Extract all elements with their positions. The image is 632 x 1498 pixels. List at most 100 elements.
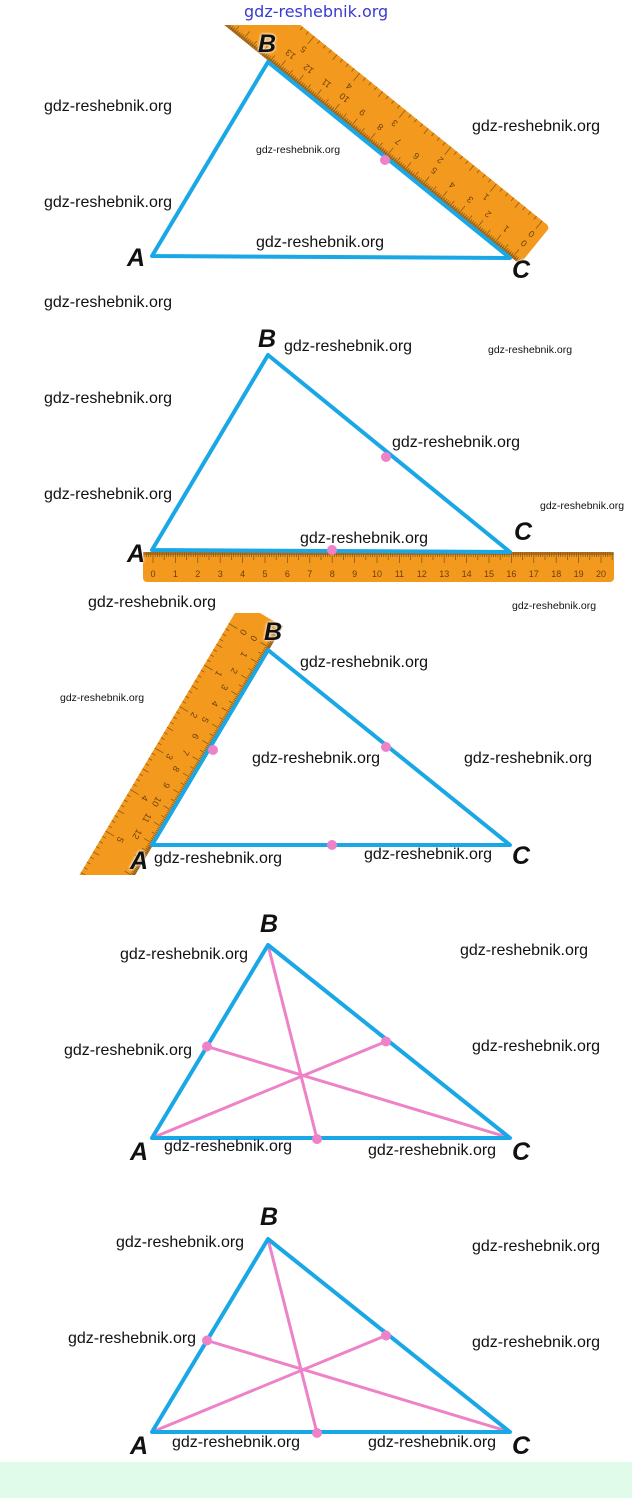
ruler-tick xyxy=(185,695,190,699)
midpoint-dot xyxy=(312,1134,322,1144)
ruler-tick xyxy=(333,109,338,115)
ruler-tick xyxy=(421,176,430,186)
ruler-tick xyxy=(273,632,278,636)
ruler-tick xyxy=(277,625,282,629)
site-link[interactable]: gdz-reshebnik.org xyxy=(244,2,389,21)
ruler-tick xyxy=(254,45,259,51)
ruler-tick xyxy=(276,627,281,631)
ruler-tick xyxy=(414,175,419,180)
ruler-tick xyxy=(442,141,446,146)
footer-band xyxy=(0,1462,632,1498)
ruler-tick xyxy=(262,0,268,7)
ruler-tick xyxy=(129,789,139,795)
ruler-tick xyxy=(280,66,284,71)
ruler-tick xyxy=(266,643,272,647)
ruler-tick xyxy=(127,879,131,882)
ruler-tick xyxy=(453,151,458,155)
ruler-tick xyxy=(393,157,397,163)
midpoint-dot xyxy=(208,745,218,755)
ruler-tick xyxy=(203,4,206,8)
ruler-inch-label: 1 xyxy=(481,192,491,203)
ruler-tick xyxy=(317,96,322,102)
ruler-tick xyxy=(484,229,491,237)
ruler-cm-label: 5 xyxy=(200,715,211,724)
watermark-text: gdz-reshebnik.org xyxy=(44,486,173,503)
watermark-text: gdz-reshebnik.org xyxy=(460,942,589,959)
ruler-tick xyxy=(368,132,376,142)
watermark-text: gdz-reshebnik.org xyxy=(88,594,217,611)
ruler-tick xyxy=(339,114,344,119)
ruler-tick xyxy=(262,51,266,57)
ruler-tick xyxy=(486,233,491,238)
ruler-tick xyxy=(96,846,100,849)
ruler-tick xyxy=(237,31,241,36)
ruler-cm-label: 17 xyxy=(529,569,539,579)
ruler-tick xyxy=(497,242,502,247)
ruler-tick xyxy=(242,31,250,41)
ruler-tick xyxy=(212,11,215,15)
ruler-tick xyxy=(518,259,523,265)
ruler-tick xyxy=(138,859,144,863)
ruler-tick xyxy=(353,72,361,82)
ruler-tick xyxy=(454,207,459,212)
figure-4-medians xyxy=(150,943,512,1144)
ruler-tick xyxy=(328,49,332,54)
ruler-cm-label: 3 xyxy=(219,683,230,692)
ruler-tick xyxy=(244,37,248,42)
ruler-cm-label: 12 xyxy=(417,569,427,579)
ruler-tick xyxy=(396,105,401,109)
ruler-tick xyxy=(456,208,460,214)
ruler-tick xyxy=(357,128,362,134)
ruler-tick xyxy=(142,768,149,773)
ruler-cm-label: 0 xyxy=(248,634,259,643)
ruler-tick xyxy=(207,2,214,11)
ruler-tick xyxy=(258,48,263,54)
ruler-tick xyxy=(476,169,480,174)
ruler-tick xyxy=(307,35,315,45)
ruler-tick xyxy=(438,194,442,199)
ruler-tick xyxy=(201,3,204,7)
ruler-tick xyxy=(457,205,466,215)
ruler-cm-label: 16 xyxy=(506,569,516,579)
watermark-text: gdz-reshebnik.org xyxy=(44,98,173,115)
ruler-tick xyxy=(253,44,257,49)
ruler-tick xyxy=(366,136,371,141)
watermark-text: gdz-reshebnik.org xyxy=(540,500,625,512)
ruler-cm-label: 0 xyxy=(519,238,529,249)
ruler-tick xyxy=(160,737,165,740)
watermark-text: gdz-reshebnik.org xyxy=(488,344,573,356)
ruler-tick xyxy=(251,40,258,48)
ruler-tick xyxy=(294,25,298,26)
ruler-cm-label: 15 xyxy=(484,569,494,579)
ruler-tick xyxy=(205,6,208,10)
ruler-tick xyxy=(430,186,437,193)
ruler-tick xyxy=(146,846,151,850)
ruler-tick xyxy=(346,120,351,125)
ruler-inch-label: 0 xyxy=(238,627,249,636)
ruler-tick xyxy=(114,900,118,903)
ruler-tick xyxy=(278,8,281,11)
ruler-tick xyxy=(119,892,123,895)
ruler-tick xyxy=(287,18,291,23)
ruler-tick xyxy=(154,747,164,754)
ruler-tick xyxy=(134,854,145,861)
median-line xyxy=(266,944,319,1140)
ruler-tick xyxy=(260,642,271,649)
ruler-tick xyxy=(123,886,127,889)
ruler-tick xyxy=(245,38,250,44)
ruler-tick xyxy=(139,773,144,777)
ruler-tick xyxy=(506,249,511,254)
vertex-label-a: A xyxy=(127,244,146,272)
ruler-tick xyxy=(170,721,174,725)
triangle-abc xyxy=(150,943,512,1140)
ruler-cm-label: 5 xyxy=(262,569,267,579)
ruler-tick xyxy=(108,825,113,829)
watermark-text: gdz-reshebnik.org xyxy=(256,144,341,156)
ruler-cm-label: 1 xyxy=(238,650,249,659)
ruler-tick xyxy=(249,41,254,47)
ruler-tick xyxy=(377,91,383,98)
median-line xyxy=(151,1334,387,1434)
